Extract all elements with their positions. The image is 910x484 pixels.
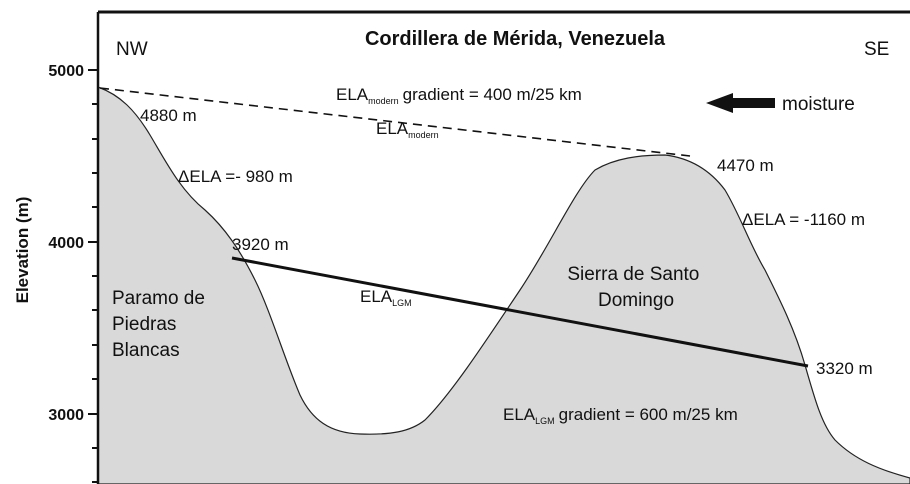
y-ticks xyxy=(88,69,98,483)
ela-modern-right-value: 4470 m xyxy=(717,156,774,175)
ela-modern-line xyxy=(99,87,691,157)
y-tick-3000: 3000 xyxy=(48,407,84,424)
ela-modern-left-value: 4880 m xyxy=(140,106,197,125)
ela-lgm-line xyxy=(231,256,809,368)
y-tick-5000: 5000 xyxy=(48,63,84,80)
ela-lgm-right-value: 3320 m xyxy=(816,359,873,378)
region-right-name: Sierra de Santo Domingo xyxy=(567,264,704,311)
y-tick-4000: 4000 xyxy=(48,235,84,252)
region-left-name: Paramo de Piedras Blancas xyxy=(112,288,210,361)
direction-nw: NW xyxy=(116,39,148,60)
y-axis-label: Elevation (m) xyxy=(13,197,32,304)
diagram-title: Cordillera de Mérida, Venezuela xyxy=(365,28,666,50)
moisture-label: moisture xyxy=(782,94,855,115)
ela-lgm-label: ELALGM xyxy=(360,287,412,308)
terrain-profile xyxy=(97,86,910,484)
direction-se: SE xyxy=(864,39,889,60)
delta-ela-right: ΔELA = -1160 m xyxy=(742,210,865,229)
moisture-arrow-icon xyxy=(706,93,775,113)
ela-lgm-left-value: 3920 m xyxy=(232,235,289,254)
delta-ela-left: ΔELA =- 980 m xyxy=(178,167,293,186)
ela-modern-label: ELAmodern xyxy=(376,119,439,140)
